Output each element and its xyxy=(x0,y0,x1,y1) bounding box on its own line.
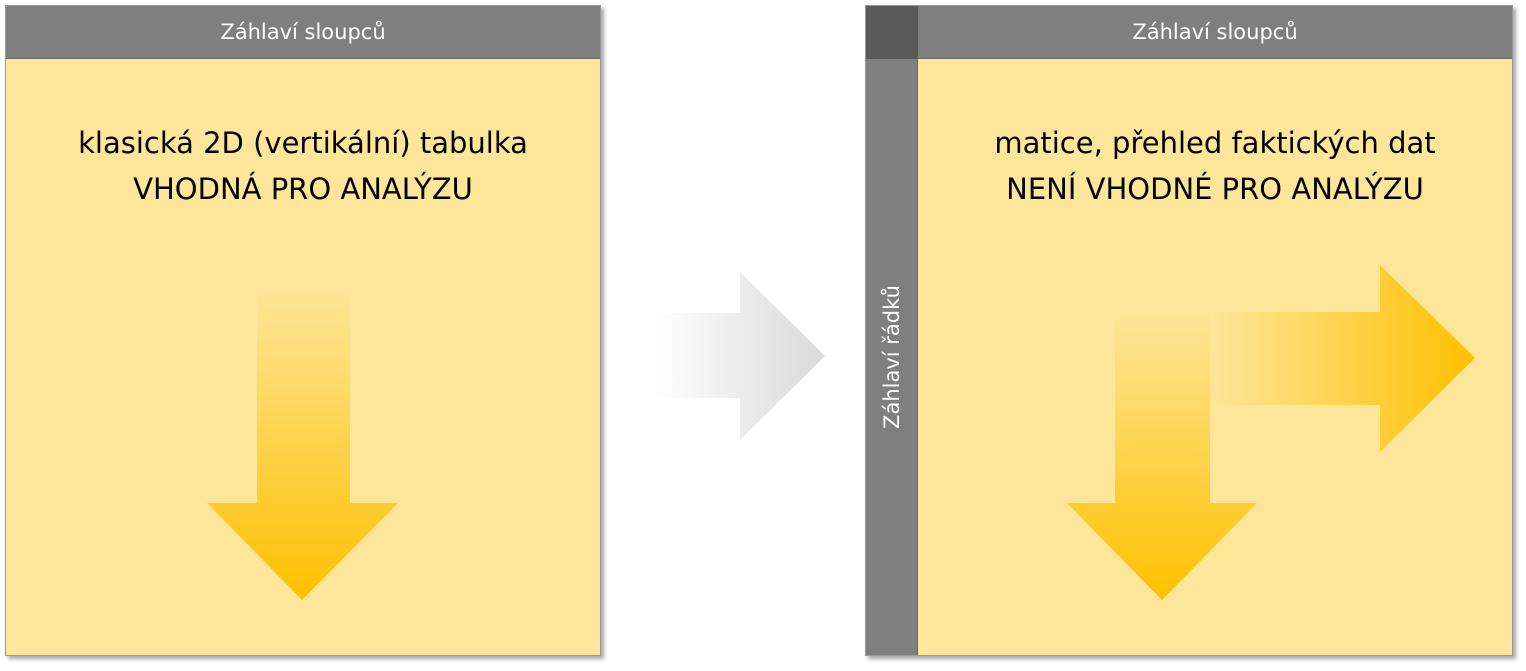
corner-cell xyxy=(866,6,918,59)
caption-line-1: matice, přehled faktických dat xyxy=(994,126,1436,160)
row-header: Záhlaví řádků xyxy=(866,59,918,655)
table-caption: matice, přehled faktických dat NENÍ VHOD… xyxy=(918,120,1512,213)
caption-line-1: klasická 2D (vertikální) tabulka xyxy=(78,126,528,160)
column-header: Záhlaví sloupců xyxy=(6,6,600,59)
column-header-label: Záhlaví sloupců xyxy=(220,20,386,44)
caption-line-2: VHODNÁ PRO ANALÝZU xyxy=(133,172,473,207)
caption-line-2: NENÍ VHODNÉ PRO ANALÝZU xyxy=(1006,172,1424,207)
column-header: Záhlaví sloupců xyxy=(918,6,1512,59)
table-caption: klasická 2D (vertikální) tabulka VHODNÁ … xyxy=(6,120,600,213)
column-header-label: Záhlaví sloupců xyxy=(1132,20,1298,44)
